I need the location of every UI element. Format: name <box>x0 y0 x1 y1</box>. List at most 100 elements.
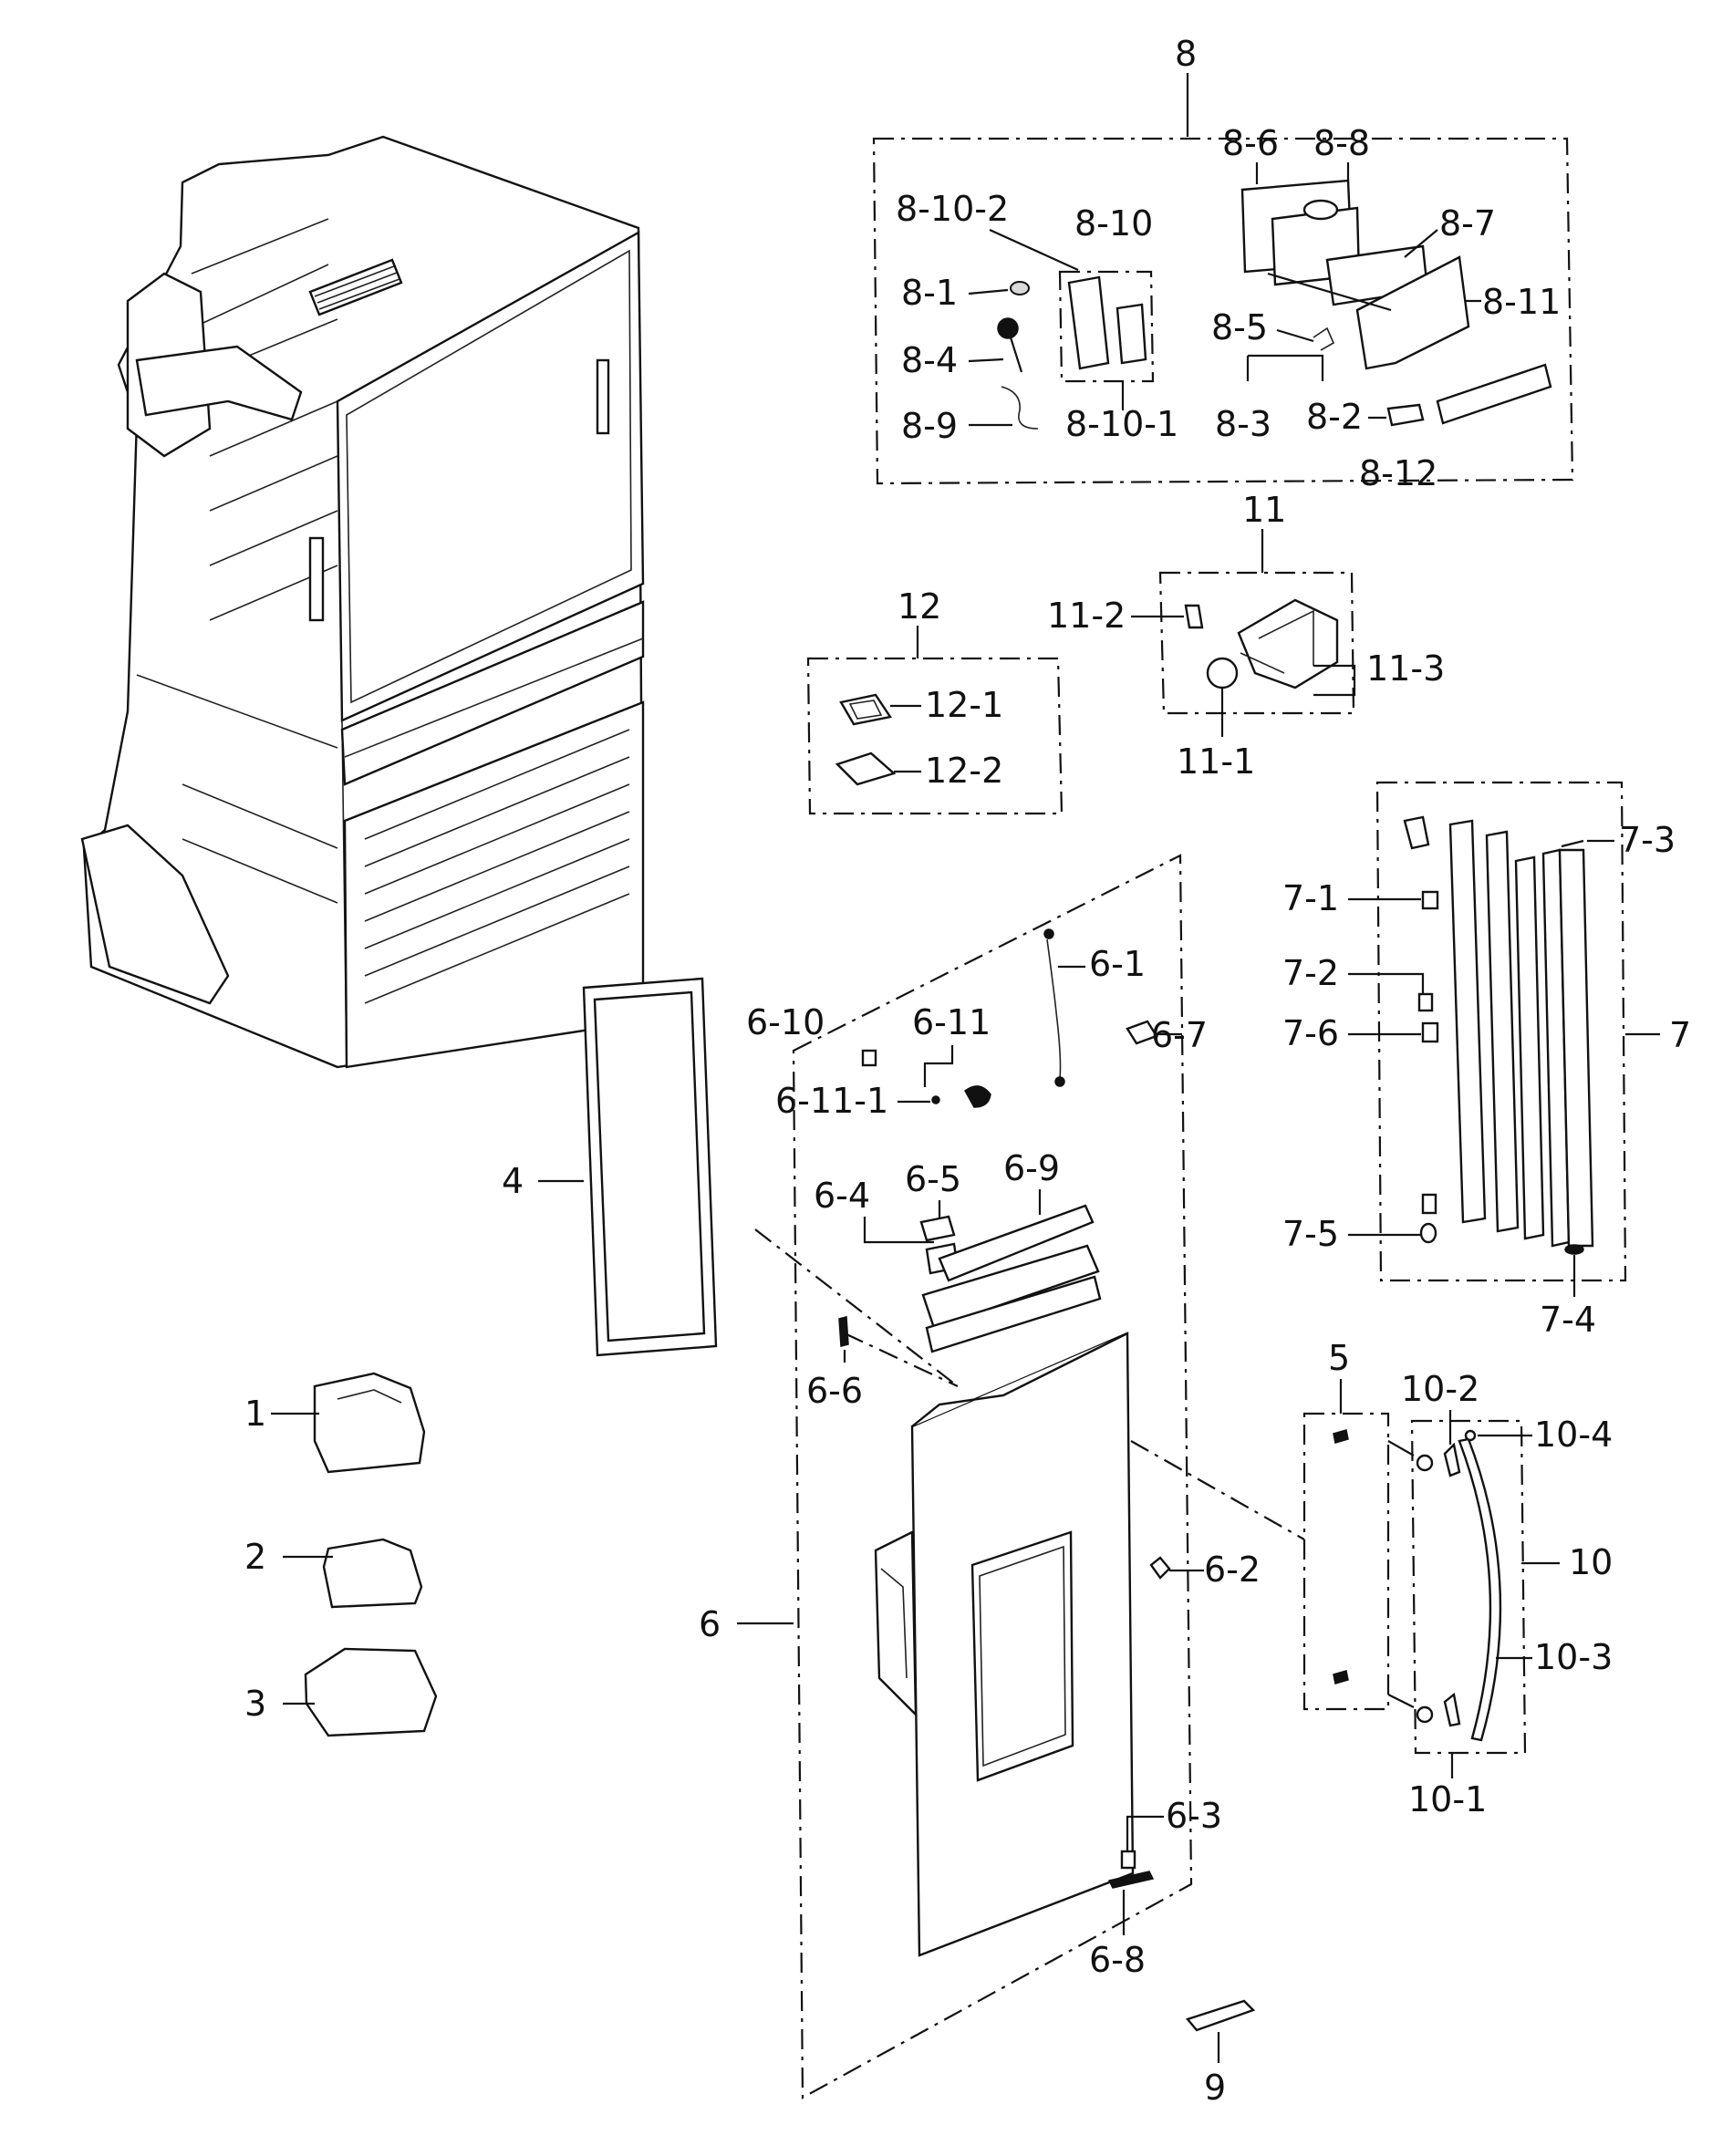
part-8-11 <box>1355 255 1470 370</box>
label-11-1: 11-1 <box>1177 741 1255 782</box>
label-6-6: 6-6 <box>806 1371 863 1411</box>
part-7-hook <box>1403 815 1430 850</box>
label-12-2: 12-2 <box>925 751 1003 791</box>
group-12-box <box>806 657 1064 815</box>
part-6-2 <box>1149 1556 1171 1580</box>
label-8-2: 8-2 <box>1306 397 1363 437</box>
leader-6-11 <box>923 1045 954 1087</box>
label-6-11: 6-11 <box>912 1002 991 1042</box>
group-7-box <box>1375 781 1627 1282</box>
label-8: 8 <box>1175 34 1197 74</box>
cabinet-body <box>80 135 645 1069</box>
dash-6-6-link <box>844 1332 959 1387</box>
part-10-4 <box>1464 1429 1477 1442</box>
group-6-box <box>792 854 1193 2099</box>
label-3: 3 <box>244 1684 266 1724</box>
label-6-7: 6-7 <box>1151 1015 1208 1055</box>
door-bin-1 <box>313 1372 426 1474</box>
label-8-7: 8-7 <box>1439 203 1496 244</box>
group-8-10-box <box>1058 270 1155 383</box>
label-7-1: 7-1 <box>1282 878 1339 918</box>
part-10-1 <box>1443 1692 1461 1727</box>
part-8-5 <box>1313 327 1335 351</box>
part-7-rail-e <box>1558 848 1594 1248</box>
part-6-9-frame <box>921 1244 1100 1330</box>
link-5-bottom <box>1387 1694 1415 1708</box>
label-6-10: 6-10 <box>746 1002 825 1042</box>
label-6-5: 6-5 <box>905 1159 961 1199</box>
label-8-10-1: 8-10-1 <box>1065 404 1178 444</box>
label-8-11: 8-11 <box>1482 282 1561 322</box>
label-6: 6 <box>699 1604 721 1644</box>
label-8-10-2: 8-10-2 <box>896 189 1009 229</box>
part-6-3 <box>1120 1850 1136 1870</box>
dash-6-9-link <box>754 1228 959 1387</box>
label-8-10: 8-10 <box>1074 203 1153 244</box>
part-8-10-1 <box>1116 303 1147 365</box>
label-7-5: 7-5 <box>1282 1214 1339 1254</box>
label-11-3: 11-3 <box>1366 648 1445 689</box>
part-8-8-hole <box>1302 199 1339 221</box>
label-12: 12 <box>898 586 941 627</box>
part-8-2 <box>1386 403 1425 427</box>
leader-8-7 <box>1404 229 1438 258</box>
label-8-4: 8-4 <box>901 340 958 380</box>
label-8-5: 8-5 <box>1211 307 1268 347</box>
part-8-1 <box>1010 281 1030 295</box>
part-6-8 <box>1107 1871 1155 1889</box>
part-7-5 <box>1419 1222 1437 1244</box>
door-bin-3 <box>304 1647 438 1737</box>
label-8-12: 8-12 <box>1359 453 1437 493</box>
group-8-box <box>872 137 1574 485</box>
label-7-3: 7-3 <box>1619 820 1676 860</box>
label-2: 2 <box>244 1537 266 1577</box>
part-7-6 <box>1421 1021 1439 1043</box>
part-6-11-1 <box>931 1095 940 1104</box>
label-10-2: 10-2 <box>1401 1369 1479 1409</box>
label-6-8: 6-8 <box>1089 1940 1146 1980</box>
part-11-3 <box>1237 598 1339 689</box>
label-6-3: 6-3 <box>1166 1796 1222 1836</box>
leader-6-3 <box>1126 1815 1164 1851</box>
label-7-6: 7-6 <box>1282 1013 1339 1053</box>
label-9: 9 <box>1204 2068 1226 2108</box>
part-6-6 <box>838 1316 849 1347</box>
part-7-1 <box>1421 890 1439 910</box>
part-11-2 <box>1184 604 1204 629</box>
label-10-1: 10-1 <box>1408 1779 1487 1819</box>
door-gasket <box>582 977 718 1357</box>
leader-8-4 <box>968 358 1004 363</box>
label-10: 10 <box>1569 1542 1613 1582</box>
part-11-1 <box>1206 657 1239 689</box>
label-7-4: 7-4 <box>1540 1300 1596 1340</box>
leader-8-5 <box>1276 328 1314 343</box>
part-12-1 <box>839 693 892 726</box>
part-10-screw-top <box>1416 1454 1434 1472</box>
label-11-2: 11-2 <box>1047 596 1126 636</box>
part-7-4 <box>1564 1244 1584 1255</box>
part-6-5 <box>919 1215 956 1242</box>
part-6-10 <box>861 1049 877 1067</box>
group-10-box <box>1410 1419 1527 1755</box>
part-8-12 <box>1436 363 1552 425</box>
part-7-rail-b <box>1485 830 1520 1233</box>
leader-8-3a <box>1248 354 1324 381</box>
dash-5-link <box>1130 1440 1305 1540</box>
leader-8-10-2 <box>989 228 1079 272</box>
part-8-10 <box>1067 275 1110 370</box>
label-6-4: 6-4 <box>814 1176 870 1216</box>
group-11-box <box>1158 571 1355 715</box>
door-bin-2 <box>322 1538 423 1609</box>
part-8-9 <box>1001 386 1039 430</box>
part-7-2 <box>1417 992 1434 1012</box>
label-4: 4 <box>502 1161 524 1201</box>
part-7-bracket <box>1421 1193 1437 1215</box>
leader-8-1 <box>968 288 1009 295</box>
part-10-2 <box>1443 1442 1461 1477</box>
part-9 <box>1185 1999 1256 2032</box>
label-6-11-1: 6-11-1 <box>775 1081 888 1121</box>
label-10-4: 10-4 <box>1534 1415 1613 1455</box>
part-6-11 <box>964 1085 991 1108</box>
part-6-7 <box>1126 1020 1158 1045</box>
